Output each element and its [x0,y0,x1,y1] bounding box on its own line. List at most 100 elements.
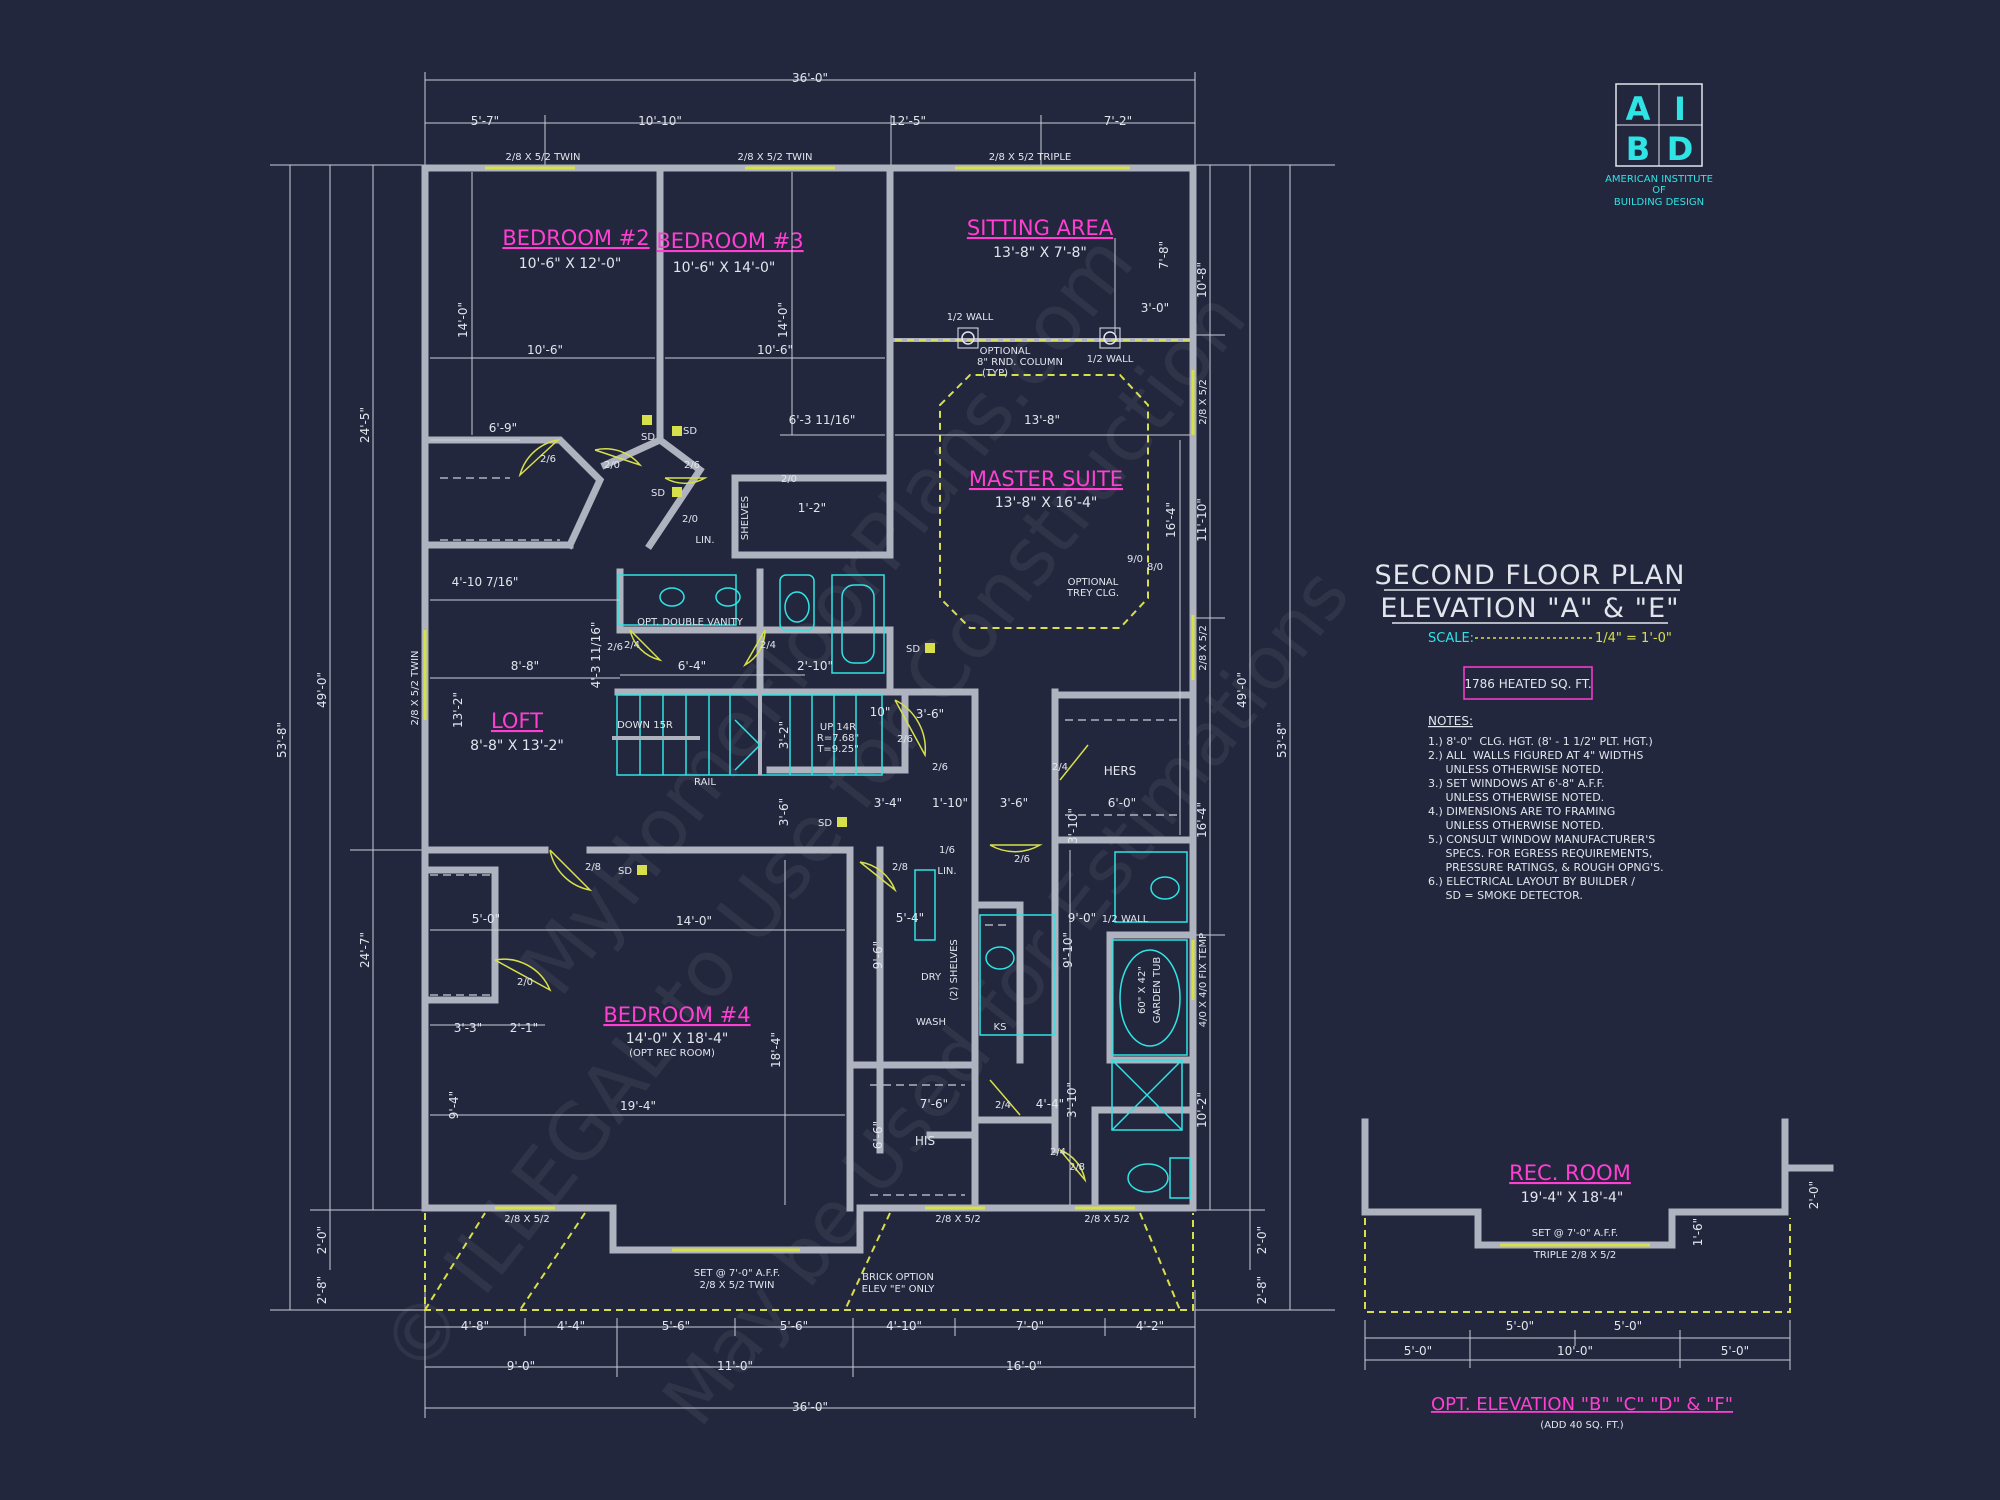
dim-bot-row2-2: 11'-0" [717,1359,753,1373]
dim-bot-1: 4'-8" [461,1319,489,1333]
label-tub-1: 60" X 42" [1137,966,1148,1014]
walls [421,164,1197,1311]
label-wash: WASH [916,1017,946,1028]
note-line: UNLESS OTHERWISE NOTED. [1428,819,1604,832]
opt-dim-b2: 10'-0" [1557,1344,1593,1358]
window-label-top-3: 2/8 X 5/2 TRIPLE [989,152,1072,163]
opt-dim-b1: 5'-0" [1404,1344,1432,1358]
dim-inner: 9'-0" [1068,911,1096,925]
dim-inner: 4'-3 11/16" [589,622,603,689]
dim-left-upper: 24'-5" [358,407,372,443]
dim-bot-row2-3: 16'-0" [1006,1359,1042,1373]
room-note-bedroom-4: (OPT REC ROOM) [629,1048,715,1059]
dim-inner: 7'-8" [1157,241,1171,269]
sd-label: SD [906,644,920,655]
door-tag: 2/8 [892,862,908,873]
dim-top-4: 7'-2" [1104,114,1132,128]
dim-left-bot1: 2'-0" [315,1226,329,1254]
logo-line-2: OF [1652,185,1666,196]
window-labels: 2/8 X 5/2 TWIN 2/8 X 5/2 TWIN 2/8 X 5/2 … [410,152,1209,1295]
title-block: SECOND FLOOR PLAN ELEVATION "A" & "E" SC… [1375,560,1684,700]
dim-inner: 5'-0" [472,912,500,926]
dim-bot-row2-1: 9'-0" [507,1359,535,1373]
dim-overall-top: 36'-0" [792,71,828,85]
dim-left-bot2: 2'-8" [315,1276,329,1304]
brick-note-1: BRICK OPTION [862,1272,934,1283]
room-name-rec-room: REC. ROOM [1509,1161,1631,1185]
logo-letter-d: D [1667,130,1694,168]
note-line: 2.) ALL WALLS FIGURED AT 4" WIDTHS [1428,749,1643,762]
dim-inner: 16'-4" [1164,502,1178,538]
door-tag: 9/0 [1127,554,1143,565]
dim-overall-bottom: 36'-0" [792,1400,828,1414]
sd-label: SD [818,818,832,829]
label-half-wall-3: 1/2 WALL [1102,914,1149,925]
sd-label: SD [683,426,697,437]
dim-bot-7: 4'-2" [1136,1319,1164,1333]
label-his: HIS [915,1134,935,1148]
dim-inner: 13'-2" [451,692,465,728]
door-tags: 2/6 2/0 2/6 2/6 2/0 2/4 2/4 2/6 2/6 2/4 … [517,454,1163,1173]
dim-bot-5: 4'-10" [886,1319,922,1333]
optional-elevation-detail: REC. ROOM 19'-4" X 18'-4" SET @ 7'-0" A.… [1361,1118,1834,1431]
dim-left-overall: 53'-8" [275,722,289,758]
door-tag: 2/6 [684,460,700,471]
dim-inner: 3'-6" [1000,796,1028,810]
dim-inner: 19'-4" [620,1099,656,1113]
dim-inner: 3'-3" [454,1021,482,1035]
door-tag: 2/6 [897,734,913,745]
logo-letter-i: I [1674,90,1686,128]
dim-inner: 10" [870,705,891,719]
plan-subtitle: ELEVATION "A" & "E" [1380,593,1679,624]
label-ks: KS [994,1022,1007,1033]
window-label-bottom-3: 2/8 X 5/2 [1084,1214,1129,1225]
label-column-1: OPTIONAL [980,346,1031,357]
door-tag: 2/4 [1052,762,1068,773]
dim-right-bot1: 2'-0" [1255,1226,1269,1254]
door-tag: 2/0 [604,460,620,471]
note-line: UNLESS OTHERWISE NOTED. [1428,791,1604,804]
note-line: SPECS. FOR EGRESS REQUIREMENTS, [1428,847,1652,860]
note-line: 1.) 8'-0" CLG. HGT. (8' - 1 1/2" PLT. HG… [1428,735,1653,748]
door-tag: 2/4 [1050,1147,1066,1158]
label-half-wall-2: 1/2 WALL [1087,354,1134,365]
dim-inner: 10'-6" [527,343,563,357]
room-size-master-suite: 13'-8" X 16'-4" [995,495,1098,511]
dim-left-lower: 24'-7" [358,932,372,968]
opt-elevation-add: (ADD 40 SQ. FT.) [1540,1420,1623,1431]
room-size-rec-room: 19'-4" X 18'-4" [1521,1190,1624,1206]
room-name-master-suite: MASTER SUITE [969,467,1123,491]
door-tag: 2/6 [1014,854,1030,865]
label-linen-2: LIN. [937,866,956,877]
set-note-2: 2/8 X 5/2 TWIN [700,1280,775,1291]
door-tag: 2/4 [995,1100,1011,1111]
dim-bot-6: 7'-0" [1016,1319,1044,1333]
fixtures [612,327,1191,1199]
interior-dimensions [430,172,1190,1205]
room-size-sitting-area: 13'-8" X 7'-8" [993,245,1087,261]
smoke-detectors: SD SD SD SD SD SD [618,415,935,877]
note-line: 4.) DIMENSIONS ARE TO FRAMING [1428,805,1615,818]
aibd-logo: A I B D AMERICAN INSTITUTE OF BUILDING D… [1605,83,1713,208]
label-stair-up: UP 14R [820,722,856,733]
logo-line-1: AMERICAN INSTITUTE [1605,174,1713,185]
label-trey-2: TREY CLG. [1066,588,1119,599]
label-tread: T=9.25" [816,744,858,755]
window-label-bottom-2: 2/8 X 5/2 [935,1214,980,1225]
logo-letter-a: A [1626,90,1651,128]
sd-label: SD [651,488,665,499]
scale-label: SCALE: [1428,631,1474,646]
windows [423,166,1195,1252]
smoke-detector-icon [837,817,847,827]
room-size-bedroom-3: 10'-6" X 14'-0" [673,260,776,276]
dim-bot-2: 4'-4" [557,1319,585,1333]
dim-inner: 3'-0" [1141,301,1169,315]
dim-inner: 4'-4" [1036,1097,1064,1111]
label-stair-down: DOWN 15R [617,720,673,731]
dimension-text: 36'-0" 5'-7" 10'-10" 12'-5" 7'-2" 53'-8"… [275,71,1289,1414]
dim-right-s1: 10'-8" [1195,262,1209,298]
door-tag: 2/4 [624,640,640,651]
label-vanity: OPT. DOUBLE VANITY [637,617,744,628]
dim-left-mid: 49'-0" [315,672,329,708]
